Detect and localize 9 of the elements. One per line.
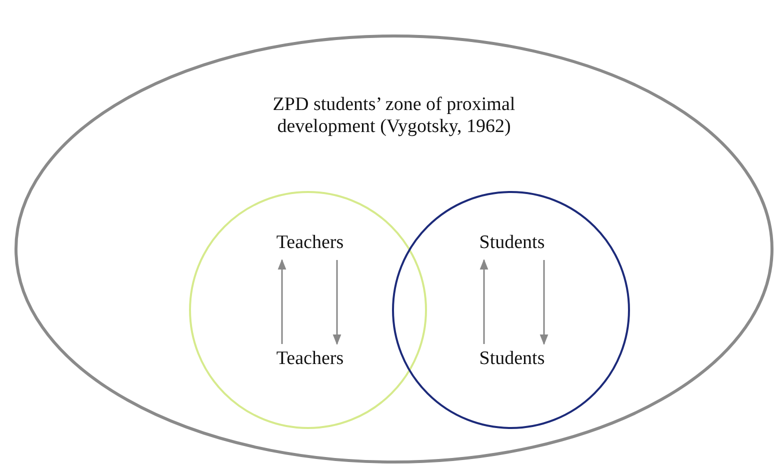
arrow — [480, 258, 488, 344]
role-label: Students — [460, 348, 564, 372]
zone-title: ZPD students’ zone of proximal development (Vygotsky, 1962) — [272, 94, 516, 138]
role-label: Students — [460, 232, 564, 256]
arrow — [540, 260, 548, 346]
arrow — [332, 260, 342, 346]
arrow — [278, 258, 286, 344]
role-label: Teachers — [258, 232, 362, 256]
role-label: Teachers — [258, 348, 362, 372]
